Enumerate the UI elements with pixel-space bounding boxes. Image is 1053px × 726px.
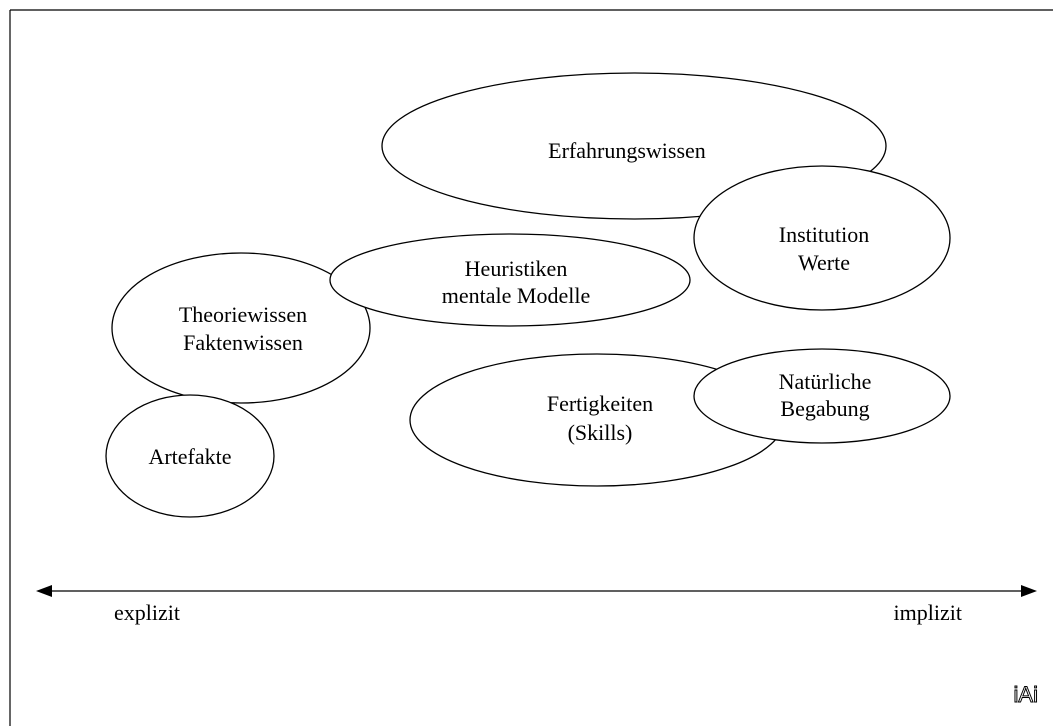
heuristiken-label-line2: mentale Modelle <box>442 283 590 308</box>
institution-label-line2: Werte <box>798 250 850 275</box>
theoriewissen-label-line1: Theoriewissen <box>179 302 307 327</box>
artefakte-label: Artefakte <box>148 444 231 469</box>
axis-label-explizit: explizit <box>114 600 180 625</box>
heuristiken-label-line1: Heuristiken <box>465 256 568 281</box>
fertigkeiten-label-line1: Fertigkeiten <box>547 391 653 416</box>
begabung-ellipse <box>693 348 951 444</box>
heuristiken-ellipse <box>329 233 691 327</box>
artefakte-ellipse <box>105 394 275 518</box>
fertigkeiten-label-line2: (Skills) <box>568 420 633 445</box>
theoriewissen-label-line2: Faktenwissen <box>183 330 303 355</box>
institution-label-line1: Institution <box>779 222 869 247</box>
erfahrungswissen-label: Erfahrungswissen <box>548 138 706 163</box>
axis-label-implizit: implizit <box>894 600 962 625</box>
begabung-label-line2: Begabung <box>780 396 869 421</box>
begabung-label-line1: Natürliche <box>779 369 872 394</box>
axis-left-arrowhead <box>36 585 52 597</box>
theoriewissen-ellipse <box>111 252 371 404</box>
axis-right-arrowhead <box>1021 585 1037 597</box>
institution-ellipse <box>693 165 951 311</box>
iai-logo: iAi <box>1014 682 1038 707</box>
